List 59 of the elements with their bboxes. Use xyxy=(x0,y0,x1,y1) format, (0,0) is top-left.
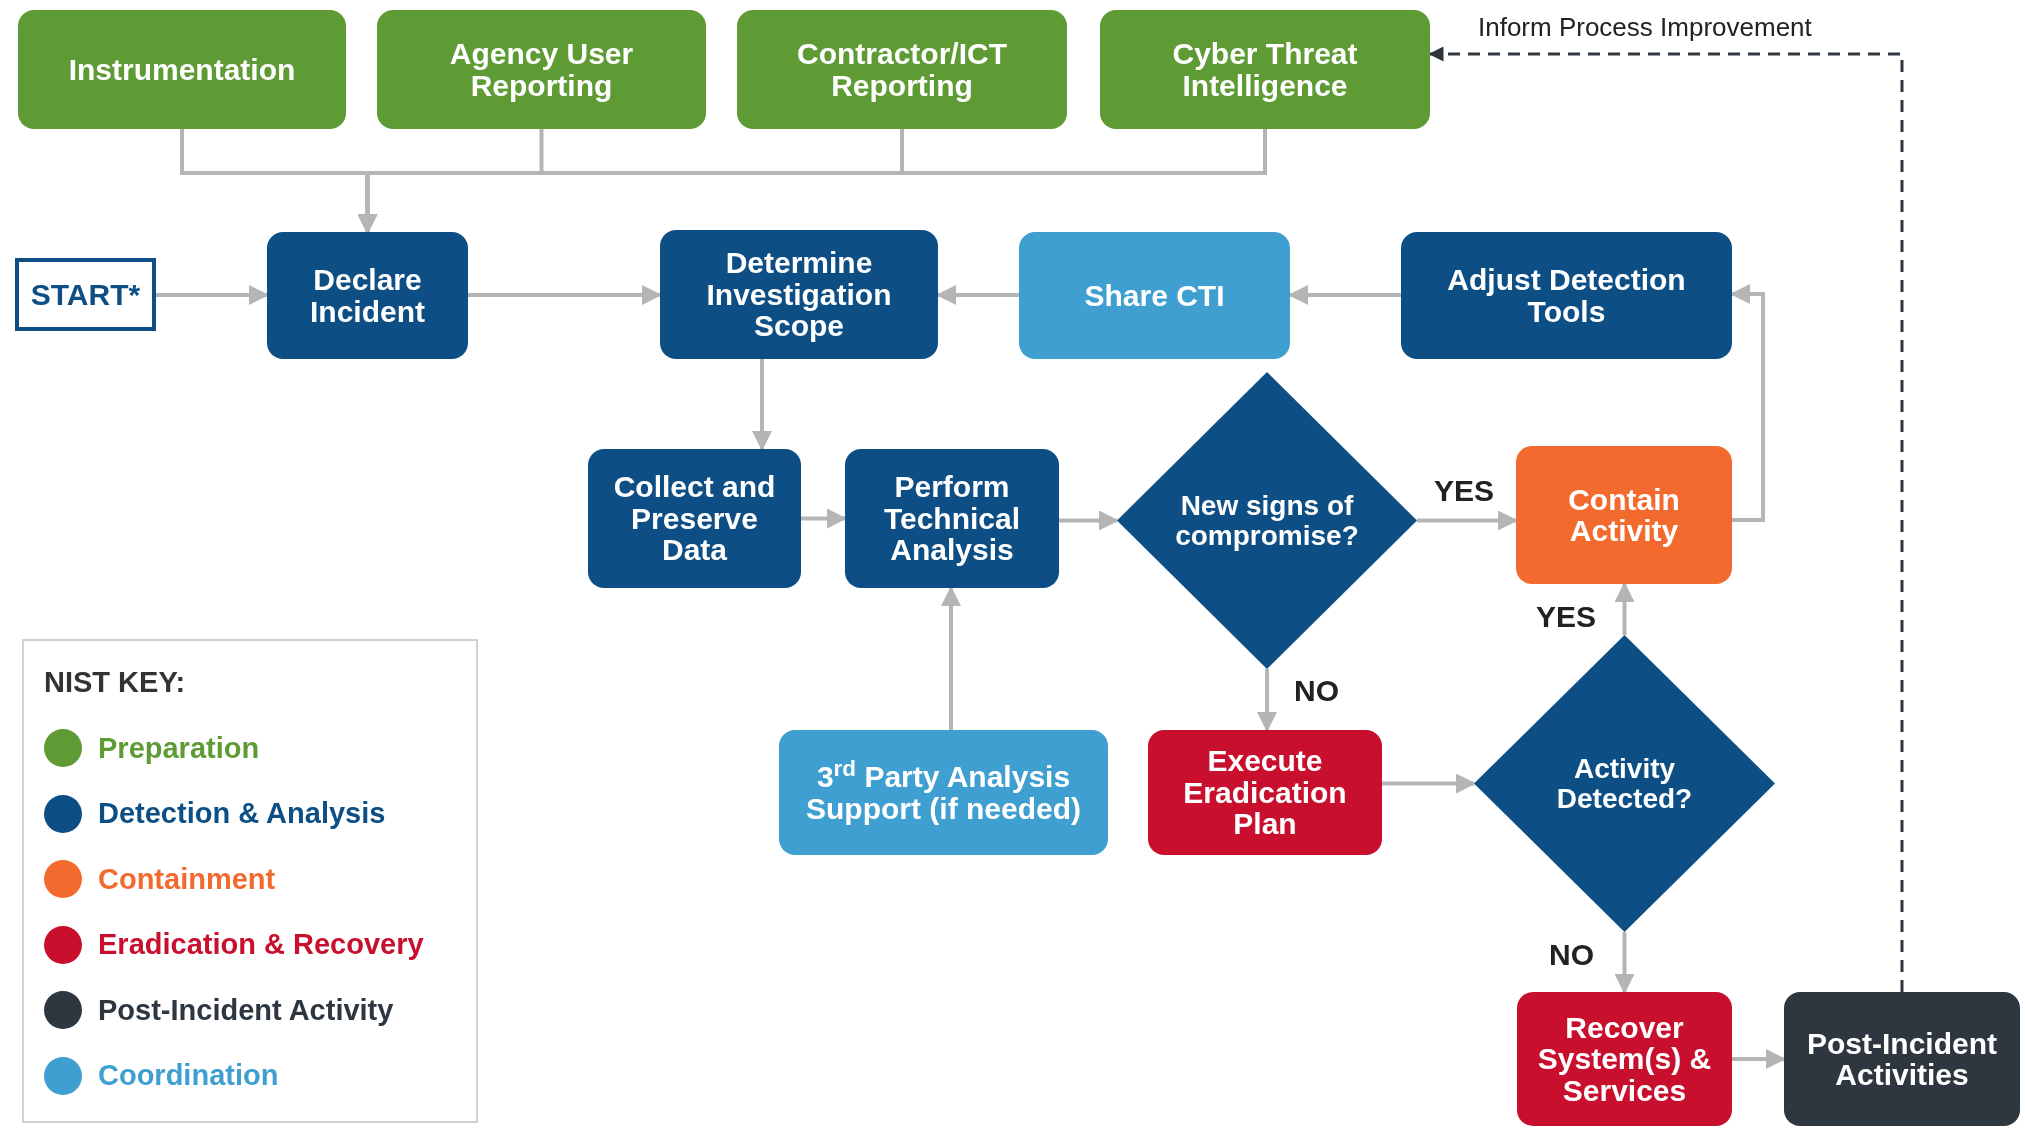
node-text: Recover System(s) & Services xyxy=(1536,1011,1713,1107)
arrow xyxy=(1382,773,1476,794)
arrow xyxy=(1257,669,1277,732)
arrow xyxy=(1732,1049,1786,1069)
node-text: Execute Eradication Plan xyxy=(1182,745,1348,840)
legend-label: Containment xyxy=(98,861,276,897)
process-box xyxy=(588,449,801,588)
node-text: Share CTI xyxy=(1084,279,1225,312)
arrow xyxy=(1288,285,1401,305)
legend-label: Eradication & Recovery xyxy=(98,927,424,962)
process-box xyxy=(1784,992,2020,1126)
node-text: Declare Incident xyxy=(309,264,426,327)
node-text: Collect and Preserve Data xyxy=(612,471,777,566)
arrow xyxy=(1730,284,1765,522)
node-text: Activity Detected? xyxy=(1555,754,1694,813)
arrow xyxy=(1417,510,1518,531)
node-text: Cyber Threat Intelligence xyxy=(1171,38,1359,101)
legend-label: Post-Incident Activity xyxy=(98,992,394,1028)
process-box xyxy=(267,232,468,359)
process-box xyxy=(1019,232,1290,359)
arrow xyxy=(1614,932,1635,994)
legend-label: Detection & Analysis xyxy=(98,796,386,831)
node-text: Adjust Detection Tools xyxy=(1446,264,1687,327)
arrow xyxy=(936,285,1019,305)
decision-diamond xyxy=(1474,635,1775,932)
process-box xyxy=(1517,992,1732,1126)
node-text: START* xyxy=(30,278,141,311)
arrow xyxy=(1614,582,1635,635)
dashed-arrow xyxy=(1428,46,1904,992)
decision-diamond xyxy=(1117,372,1417,669)
node-text: Perform Technical Analysis xyxy=(882,471,1022,566)
node-text: New signs of compromise? xyxy=(1174,491,1360,550)
process-box xyxy=(737,10,1067,129)
node-text: Determine Investigation Scope xyxy=(705,247,893,342)
node-text: Post-Incident Activities xyxy=(1806,1027,1998,1091)
start-box xyxy=(15,258,156,331)
process-box xyxy=(377,10,706,129)
arrow xyxy=(468,285,662,305)
arrow xyxy=(156,285,269,305)
process-box xyxy=(779,730,1108,855)
process-box xyxy=(845,449,1059,588)
process-box xyxy=(1148,730,1382,855)
arrow xyxy=(1059,510,1119,531)
process-box xyxy=(18,10,346,129)
arrow xyxy=(941,586,961,730)
process-box xyxy=(1401,232,1732,359)
process-box xyxy=(660,230,938,359)
legend-label: Coordination xyxy=(98,1058,279,1093)
legend-label: Preparation xyxy=(98,730,260,766)
node-text: Contain Activity xyxy=(1567,483,1681,547)
legend-title: NIST KEY: xyxy=(44,665,187,700)
node-text: 3$^{rd}$ Party Analysis Support (if needed) xyxy=(805,761,1082,824)
process-box xyxy=(1516,446,1732,584)
node-text: Agency User Reporting xyxy=(448,38,635,101)
process-box xyxy=(1100,10,1430,129)
node-text: Contractor/ICT Reporting xyxy=(796,38,1008,101)
arrow xyxy=(801,508,847,529)
node-text: Instrumentation xyxy=(68,53,296,86)
arrow xyxy=(752,359,772,451)
